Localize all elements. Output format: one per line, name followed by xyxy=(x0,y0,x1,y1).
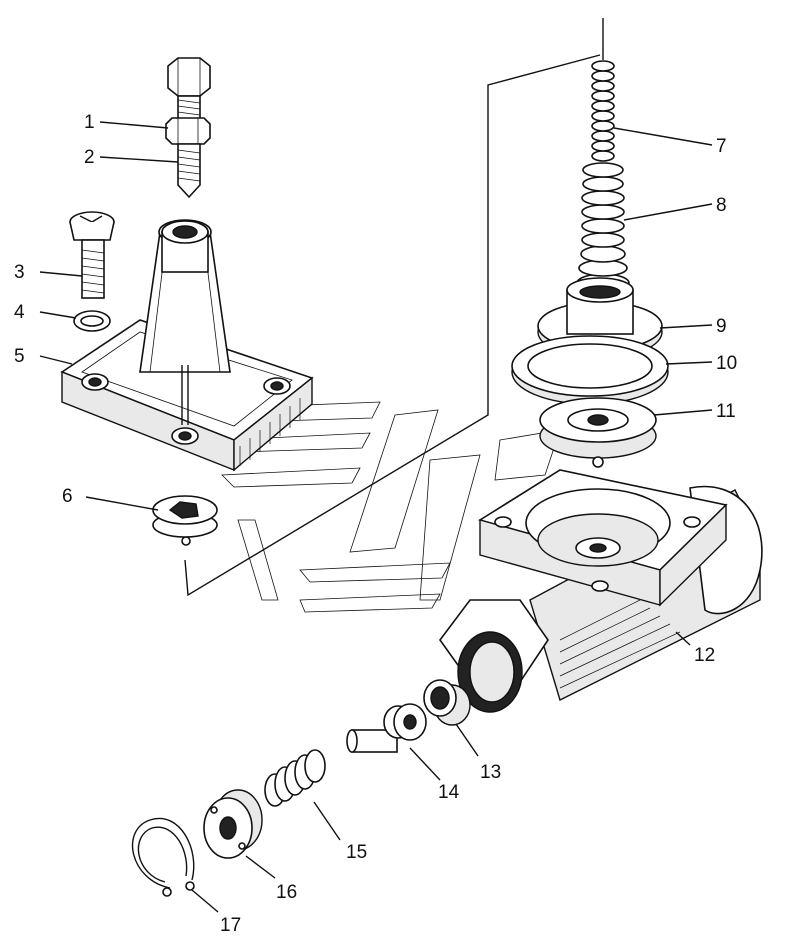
leader-lines xyxy=(39,121,713,913)
callout-15: 15 xyxy=(346,842,367,863)
callout-5: 5 xyxy=(14,346,25,367)
callout-labels: 1 2 3 4 5 6 7 8 9 10 11 12 13 14 15 16 1… xyxy=(14,112,737,936)
callout-16: 16 xyxy=(276,882,297,903)
callout-7: 7 xyxy=(716,136,727,157)
callout-2: 2 xyxy=(84,147,95,168)
callout-17: 17 xyxy=(220,915,241,936)
callout-1: 1 xyxy=(84,112,95,133)
callout-14: 14 xyxy=(438,782,460,803)
circlip xyxy=(131,817,195,897)
callout-11: 11 xyxy=(716,401,736,422)
adjusting-bolt-with-nut xyxy=(165,57,211,199)
callout-4: 4 xyxy=(14,302,25,323)
outer-spring xyxy=(576,162,630,293)
inner-spring xyxy=(591,60,615,162)
adjusting-cap xyxy=(203,789,263,859)
callout-8: 8 xyxy=(716,195,727,216)
gasket-ring xyxy=(511,335,669,405)
valve-cover xyxy=(60,219,314,472)
diaphragm-seat xyxy=(539,397,657,468)
return-spring xyxy=(264,749,326,807)
spring-washer xyxy=(73,310,111,332)
bushing xyxy=(423,679,471,726)
callout-9: 9 xyxy=(716,316,727,337)
screw xyxy=(69,211,115,299)
valve-body xyxy=(439,469,763,713)
callout-10: 10 xyxy=(716,353,737,374)
callout-13: 13 xyxy=(480,762,501,783)
assembly-axis-lines xyxy=(184,18,604,597)
plunger xyxy=(346,703,427,753)
callout-3: 3 xyxy=(14,262,25,283)
callout-12: 12 xyxy=(694,645,715,666)
callout-6: 6 xyxy=(62,486,73,507)
valve-disc xyxy=(152,495,218,546)
